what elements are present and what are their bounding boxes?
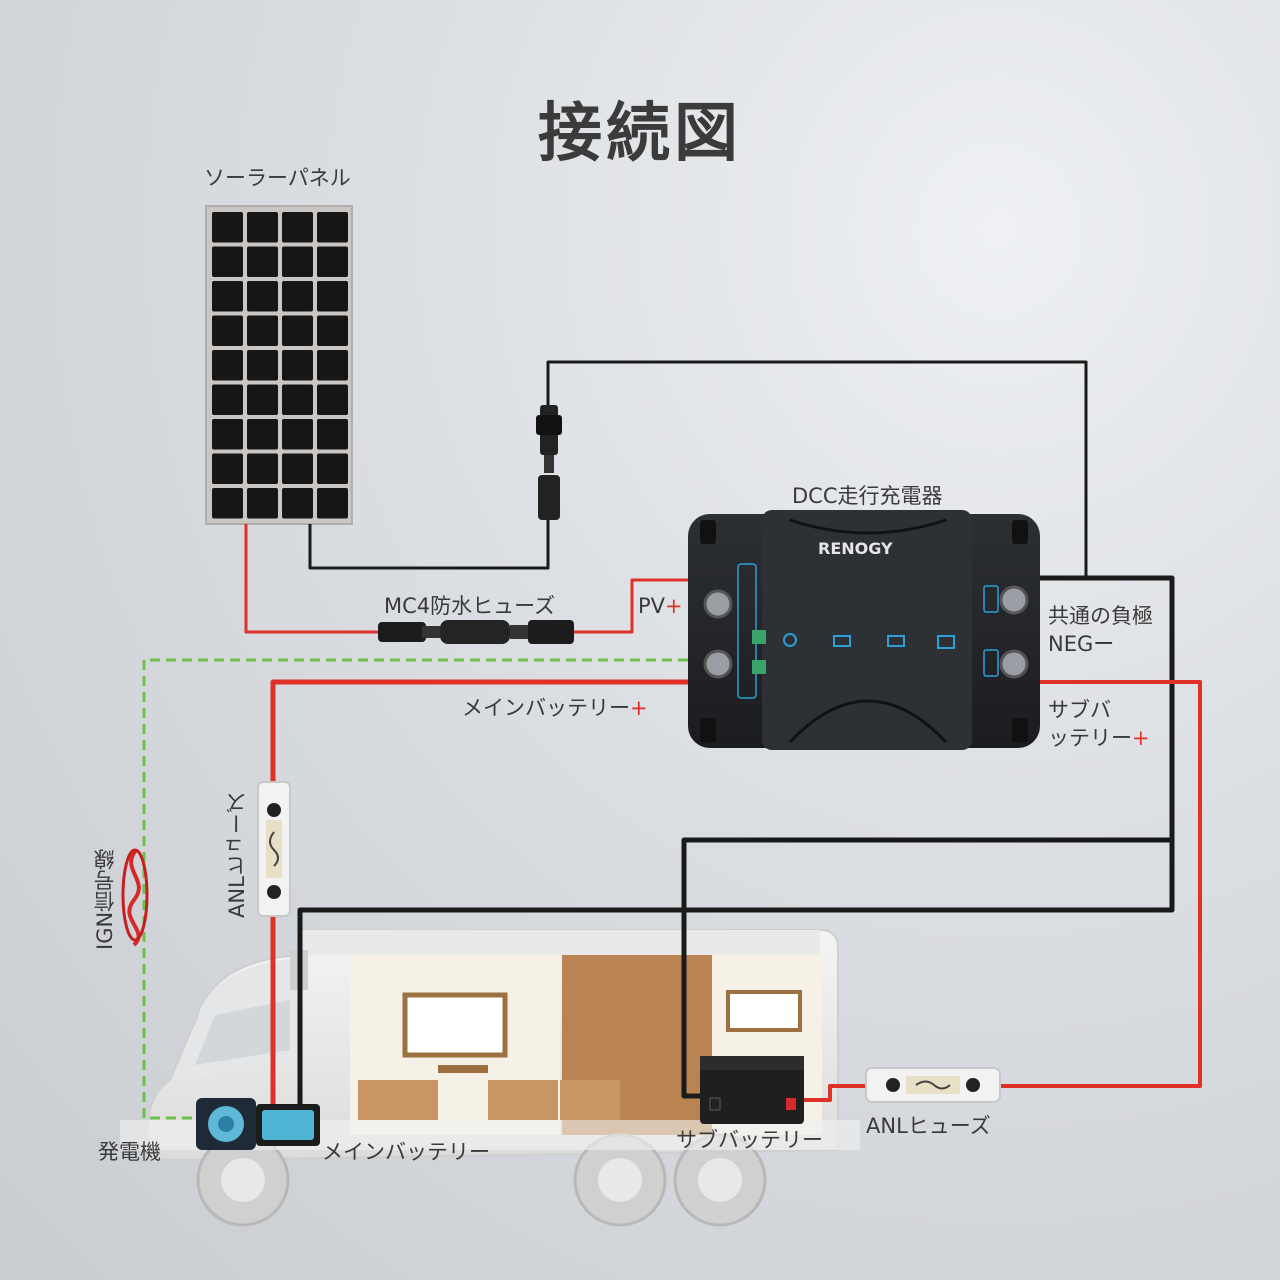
solar-cell: [282, 246, 313, 277]
solar-cell: [317, 384, 348, 415]
solar-cell: [317, 315, 348, 346]
main-battery-plus-sign: +: [630, 696, 648, 720]
anl-fuse-vertical-label: ANLヒューズ: [225, 792, 249, 918]
solar-negative-wire-upper: [546, 360, 1088, 578]
solar-panel: [205, 205, 353, 525]
solar-cell: [212, 453, 243, 484]
solar-cell: [212, 246, 243, 277]
pv-sign: +: [665, 594, 683, 618]
generator: [196, 1098, 256, 1150]
solar-negative-wire: [308, 500, 550, 570]
solar-cell: [282, 453, 313, 484]
main-battery-label: メインバッテリー: [322, 1140, 490, 1164]
solar-cell: [282, 315, 313, 346]
solar-cell: [282, 281, 313, 312]
main-battery-plus-text: メインバッテリー: [462, 696, 630, 720]
solar-positive-wire: [244, 524, 382, 634]
brand-logo: RENOGY: [818, 539, 893, 558]
solar-cell: [247, 350, 278, 381]
anl-fuse-horizontal-label: ANLヒューズ: [866, 1114, 991, 1138]
solar-cell: [247, 281, 278, 312]
sub-battery-positive-label-line1: サブバ: [1048, 698, 1111, 722]
solar-cell: [212, 488, 243, 519]
ign-signal-wire: [142, 658, 688, 1120]
main-battery-positive-label: メインバッテリー+: [462, 692, 648, 722]
solar-cell: [282, 488, 313, 519]
solar-cell: [282, 419, 313, 450]
anl-fuse-vertical: [257, 781, 291, 917]
solar-cell: [212, 350, 243, 381]
solar-cell: [317, 419, 348, 450]
sub-battery-plus-text: ッテリー: [1048, 726, 1132, 750]
solar-cell: [212, 419, 243, 450]
sub-battery-label: サブバッテリー: [676, 1128, 823, 1152]
solar-cell: [247, 488, 278, 519]
solar-cell: [247, 453, 278, 484]
pv-positive-label: PV+: [638, 594, 683, 618]
solar-cell: [247, 384, 278, 415]
anl-fuse-horizontal: [865, 1067, 1001, 1103]
solar-cell: [282, 350, 313, 381]
solar-cell: [317, 246, 348, 277]
solar-cell: [247, 212, 278, 243]
solar-cell: [212, 281, 243, 312]
sub-battery-negative-wire: [681, 837, 1172, 1099]
sub-battery-positive-wire: [1000, 680, 1202, 1088]
neg-sign: ー: [1093, 632, 1115, 656]
sub-battery: [700, 1056, 804, 1124]
page-title: 接続図: [538, 97, 742, 171]
solar-cell: [317, 281, 348, 312]
solar-cell: [282, 212, 313, 243]
mc4-connector-vertical: [536, 405, 562, 520]
common-negative-label-line2: NEGー: [1048, 628, 1114, 658]
solar-cell: [212, 384, 243, 415]
neg-text: NEG: [1048, 632, 1094, 656]
main-battery-positive-wire: [270, 679, 688, 1108]
ign-signal-label: IGN信号線: [93, 848, 117, 950]
pv-text: PV: [638, 594, 666, 618]
common-negative-wire: [297, 575, 1175, 1108]
mc4-fuse-label: MC4防水ヒューズ: [384, 594, 556, 618]
solar-cell: [247, 246, 278, 277]
solar-cell: [317, 488, 348, 519]
sub-battery-positive-label-line2: ッテリー+: [1048, 722, 1150, 752]
solar-cell: [317, 453, 348, 484]
wires: [142, 360, 1202, 1120]
ign-signal-cable-coil: [121, 848, 149, 947]
solar-cell: [212, 212, 243, 243]
sub-battery-plus-sign: +: [1132, 726, 1150, 750]
main-battery: [256, 1104, 320, 1146]
solar-panel-label: ソーラーパネル: [204, 166, 351, 190]
mc4-fuse-connector: [378, 620, 574, 644]
sub-battery-fuse-wire: [796, 1084, 866, 1102]
solar-cell: [247, 315, 278, 346]
solar-cell: [247, 419, 278, 450]
solar-cell: [317, 212, 348, 243]
dcc-charger: RENOGY: [688, 510, 1040, 750]
pv-positive-wire: [572, 578, 688, 634]
common-negative-label-line1: 共通の負極: [1048, 604, 1153, 628]
generator-label: 発電機: [98, 1140, 161, 1164]
solar-cell: [212, 315, 243, 346]
solar-cell: [282, 384, 313, 415]
dcc-charger-label: DCC走行充電器: [792, 484, 943, 508]
solar-cell: [317, 350, 348, 381]
